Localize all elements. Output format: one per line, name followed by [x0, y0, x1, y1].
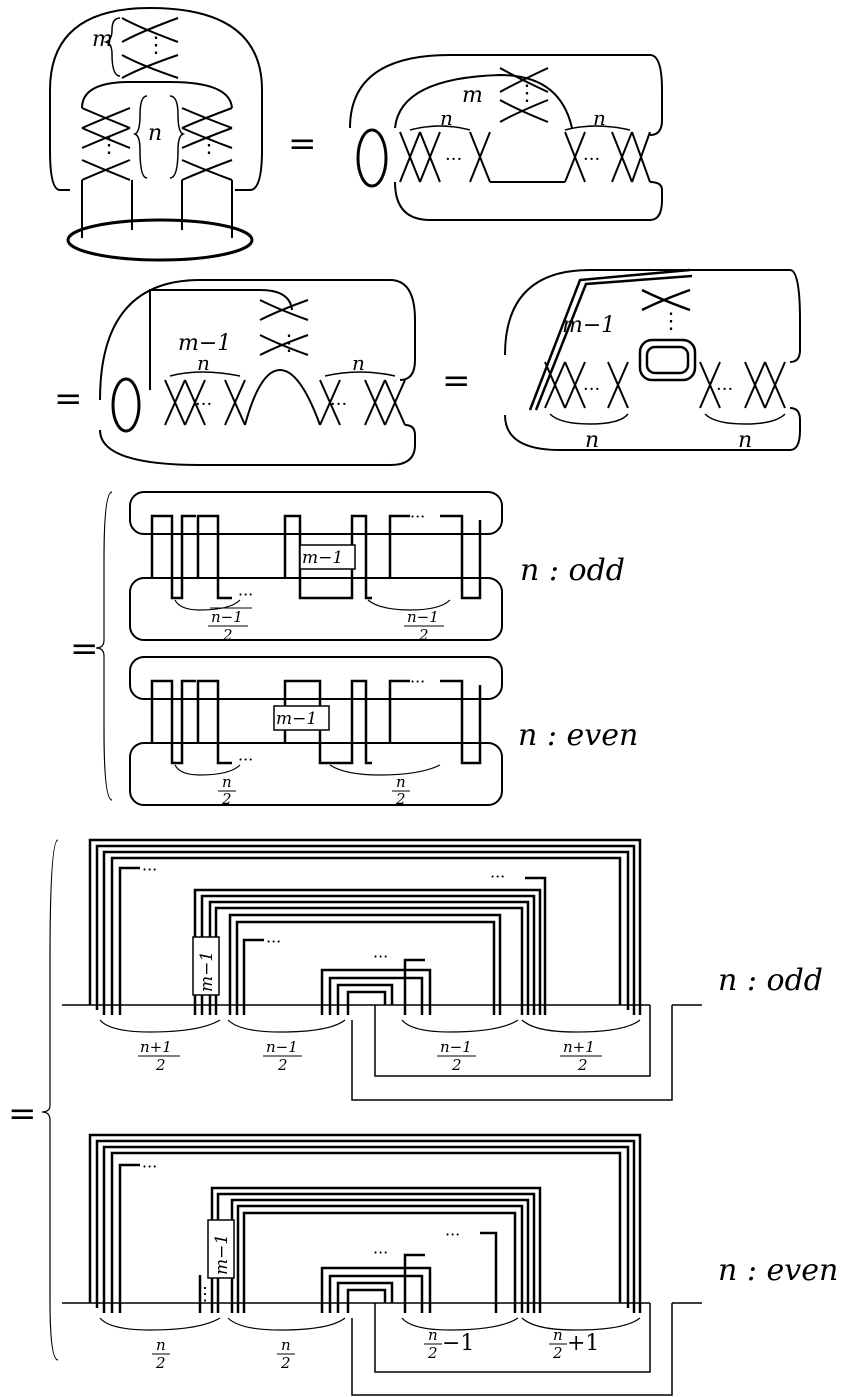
frac-den: 2	[418, 626, 429, 644]
vdots: ⋮	[660, 309, 682, 334]
dots: ···	[373, 947, 388, 966]
row1-left-diagram	[49, 6, 263, 262]
frac-num: n	[396, 773, 406, 791]
dots: ···	[445, 1225, 460, 1244]
vdots: ⋮	[278, 331, 300, 356]
frac-den: 2	[395, 790, 406, 808]
case-even-label: n : even	[518, 718, 638, 753]
dots: ···	[490, 867, 505, 886]
row3-big-brace	[95, 491, 113, 801]
frac-den: 2	[427, 1344, 438, 1362]
box-m-minus-1: m−1	[276, 709, 317, 729]
frac-den: 2	[552, 1344, 563, 1362]
frac-den: 2	[222, 626, 233, 644]
dots: ···	[266, 932, 281, 951]
frac-den: 2	[451, 1056, 462, 1074]
vdots: ⋮	[516, 81, 538, 106]
frac-num: n+1	[140, 1038, 172, 1056]
dots: ···	[195, 394, 212, 415]
row4-big-brace	[41, 839, 59, 1361]
label-n: n	[197, 351, 210, 375]
equals-sign: =	[288, 124, 317, 164]
case-odd-label: n : odd	[718, 963, 823, 998]
frac-num: n	[156, 1336, 166, 1354]
box-m-minus-1: m−1	[302, 548, 343, 568]
frac-num: n+1	[563, 1038, 595, 1056]
frac-den: 2	[155, 1056, 166, 1074]
frac-den: 2	[221, 790, 232, 808]
frac-num: n	[222, 773, 232, 791]
frac-num: n	[281, 1336, 291, 1354]
label-m: m	[462, 83, 483, 108]
dots: ···	[238, 585, 253, 604]
vdots: ⋮	[145, 33, 167, 58]
label-n: n	[738, 428, 752, 453]
equals-sign: =	[442, 361, 471, 401]
frac-den: 2	[577, 1056, 588, 1074]
label-n: n	[593, 106, 606, 130]
label-n: n	[440, 106, 453, 130]
label-m-minus-1: m−1	[178, 331, 231, 356]
frac-num: n	[428, 1326, 438, 1344]
label-m: m	[92, 27, 113, 52]
frac-suffix: −1	[442, 1331, 474, 1356]
case-even-label: n : even	[718, 1253, 838, 1288]
frac-den: 2	[280, 1354, 291, 1372]
row1-right-diagram	[349, 54, 663, 221]
dots: ···	[716, 379, 733, 400]
row3-even-diagram	[129, 656, 503, 806]
frac-den: 2	[277, 1056, 288, 1074]
frac-den: 2	[155, 1354, 166, 1372]
vdots: ⋮	[196, 1284, 214, 1305]
label-n: n	[352, 351, 365, 375]
equals-sign: =	[70, 629, 99, 669]
dots: ···	[410, 672, 425, 691]
frac-suffix: +1	[567, 1331, 599, 1356]
dots: ···	[445, 149, 462, 170]
vdots: ⋮	[98, 133, 120, 158]
frac-num: n−1	[407, 608, 439, 626]
box-m-minus-1: m−1	[212, 1234, 232, 1275]
dots: ···	[373, 1243, 388, 1262]
frac-num: n−1	[266, 1038, 298, 1056]
case-odd-label: n : odd	[520, 553, 625, 588]
label-n: n	[585, 428, 599, 453]
row2-right-diagram	[504, 268, 801, 451]
dots: ···	[142, 1157, 157, 1176]
dots: ···	[330, 394, 347, 415]
row4-odd-diagram	[62, 838, 702, 1101]
row3-odd-diagram	[129, 491, 503, 641]
equals-sign: =	[8, 1094, 37, 1134]
frac-num: n	[553, 1326, 563, 1344]
equals-sign: =	[54, 379, 83, 419]
dots: ···	[583, 379, 600, 400]
row4-even-diagram	[62, 1133, 702, 1396]
label-n: n	[148, 121, 162, 146]
dots: ···	[410, 507, 425, 526]
label-m-minus-1: m−1	[562, 313, 615, 338]
frac-num: n−1	[440, 1038, 472, 1056]
dots: ···	[142, 860, 157, 879]
vdots: ⋮	[198, 133, 220, 158]
frac-num: n−1	[211, 608, 243, 626]
dots: ···	[238, 750, 253, 769]
dots: ···	[583, 149, 600, 170]
row2-left-diagram	[99, 279, 416, 466]
box-m-minus-1: m−1	[197, 951, 217, 992]
